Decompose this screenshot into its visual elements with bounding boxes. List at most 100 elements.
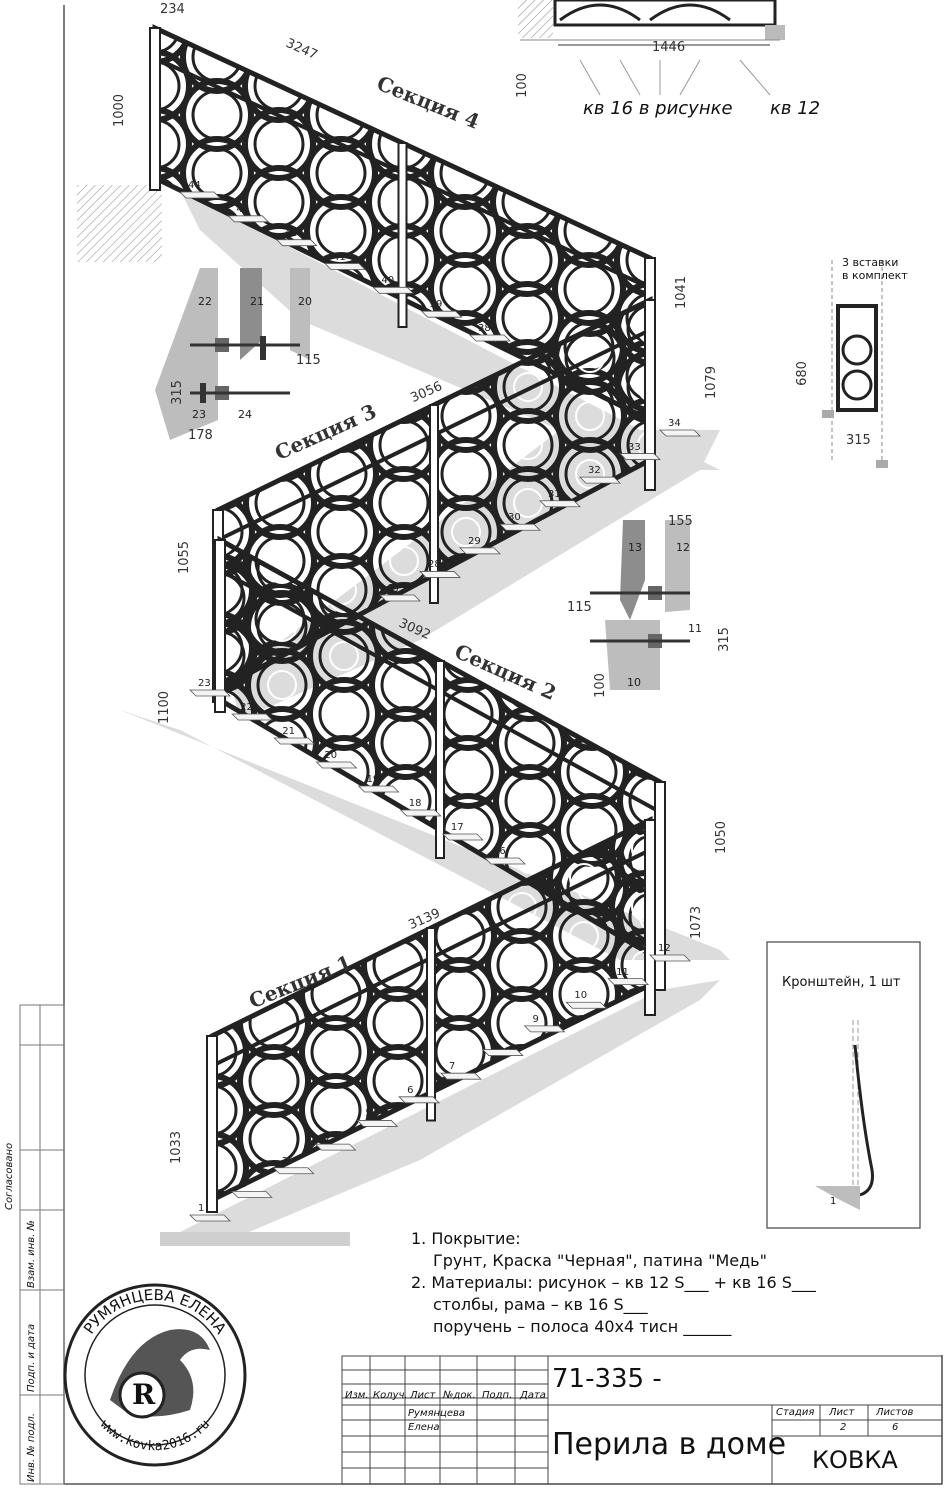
section-1-railing (206, 815, 656, 1213)
header-ndok: №док. (443, 1390, 476, 1401)
step-number: 18 (408, 798, 422, 809)
header-data: Дата (520, 1390, 546, 1401)
step-number: 16 (493, 846, 506, 857)
dim-detail-a-115: 115 (296, 353, 321, 368)
logo-stamp (63, 1283, 247, 1467)
step-number: 10 (574, 990, 588, 1002)
step-number: 28 (428, 559, 441, 571)
stair-step (649, 954, 691, 962)
note-line: 1. Покрытие: (411, 1229, 521, 1248)
stage-label: Стадия (776, 1407, 815, 1418)
drawing-title: Перила в доме (552, 1427, 787, 1462)
step-number: 19 (366, 774, 380, 785)
sheets-label: Листов (876, 1407, 914, 1418)
step-number: 2 (239, 1179, 247, 1191)
stair-step (324, 263, 366, 270)
top-label-bar: кв 12 (770, 98, 821, 119)
step-number: 3 (281, 1155, 288, 1167)
detail-a-post-22: 22 (198, 295, 212, 308)
step-number: 7 (448, 1061, 456, 1073)
detail-a-post-24: 24 (238, 408, 252, 421)
stair-step (523, 1025, 566, 1033)
step-number: 41 (333, 251, 346, 263)
detail-posts-20-24 (155, 268, 310, 440)
insert-detail (822, 260, 888, 468)
doc-number: 71-335 - (552, 1364, 662, 1394)
stair-step (275, 239, 318, 247)
detail-b-post-13: 13 (628, 541, 642, 554)
note-line: 2. Материалы: рисунок – кв 12 S___ + кв … (411, 1273, 816, 1292)
dim-insert-width: 315 (846, 433, 871, 448)
step-number: 27 (388, 583, 401, 594)
header-list: Лист (410, 1390, 436, 1401)
note-line: Грунт, Краска "Черная", патина "Медь" (433, 1251, 767, 1270)
detail-b-post-12: 12 (676, 541, 690, 554)
stair-step (539, 500, 581, 508)
header-izm: Изм. (345, 1390, 369, 1401)
stair-step (356, 1120, 399, 1127)
step-number: 39 (429, 299, 443, 311)
step-number: 20 (324, 750, 338, 761)
detail-posts-10-13 (590, 520, 690, 690)
stair-step (314, 1143, 357, 1151)
dim-detail-b-155: 155 (668, 514, 693, 529)
stair-step (499, 523, 541, 531)
step-number: 42 (284, 227, 298, 239)
stair-step (189, 1214, 231, 1222)
author-name: Елена (408, 1422, 440, 1433)
sheet-value: 2 (840, 1422, 847, 1433)
step-number: 44 (188, 180, 201, 191)
stair-step (419, 571, 461, 578)
step-number: 33 (628, 441, 641, 453)
stair-step (230, 1190, 273, 1198)
stair-step (565, 1001, 608, 1009)
step-number: 9 (532, 1013, 539, 1025)
step-number: 34 (668, 418, 681, 429)
stair-step (379, 594, 421, 602)
step-number: 30 (508, 512, 521, 524)
step-number: 22 (240, 702, 253, 713)
inserts-note-line1: 3 вставки (842, 256, 899, 269)
step-number: 11 (616, 966, 629, 978)
stair-steps (179, 191, 701, 1222)
dim-detail-top-width: 1446 (652, 40, 686, 55)
sheet-label: Лист (829, 1407, 855, 1418)
stair-step (439, 1072, 482, 1080)
stair-step (273, 737, 316, 745)
step-number: 1 (198, 1203, 205, 1214)
detail-a-post-23: 23 (192, 408, 206, 421)
stair-step (420, 310, 463, 318)
stair-step (399, 809, 442, 817)
top-label-pattern-bar: кв 16 в рисунке (583, 98, 733, 119)
top-detail-railing (518, 0, 785, 96)
stair-step (484, 857, 526, 865)
bracket-title: Кронштейн, 1 шт (782, 975, 901, 990)
stair-step (231, 713, 274, 721)
stair-step (372, 286, 415, 294)
author-surname: Румянцева (408, 1408, 466, 1419)
stair-step (357, 785, 400, 793)
header-podp: Подп. (482, 1390, 513, 1401)
stair-step (579, 476, 621, 484)
stair-step (607, 978, 650, 986)
step-number: 31 (548, 488, 561, 500)
step-number: 17 (450, 822, 464, 833)
stair-step (189, 689, 231, 697)
detail-a-post-20: 20 (298, 295, 312, 308)
stair-step (179, 191, 221, 199)
note-line: столбы, рама – кв 16 S___ (433, 1295, 648, 1314)
stamp-letter: R (132, 1378, 156, 1411)
stair-step (659, 429, 701, 437)
stair-step (227, 215, 270, 223)
step-number: 32 (588, 465, 601, 477)
stair-step (619, 453, 661, 460)
inserts-note-line2: в комплект (842, 269, 908, 282)
notes-block: 1. Покрытие: Грунт, Краска "Черная", пат… (411, 1228, 816, 1338)
step-number: 21 (282, 726, 296, 737)
step-number: 29 (468, 535, 481, 547)
step-number: 40 (381, 275, 395, 287)
dim-detail-a-178: 178 (188, 428, 213, 443)
dim-detail-b-115: 115 (567, 600, 592, 615)
